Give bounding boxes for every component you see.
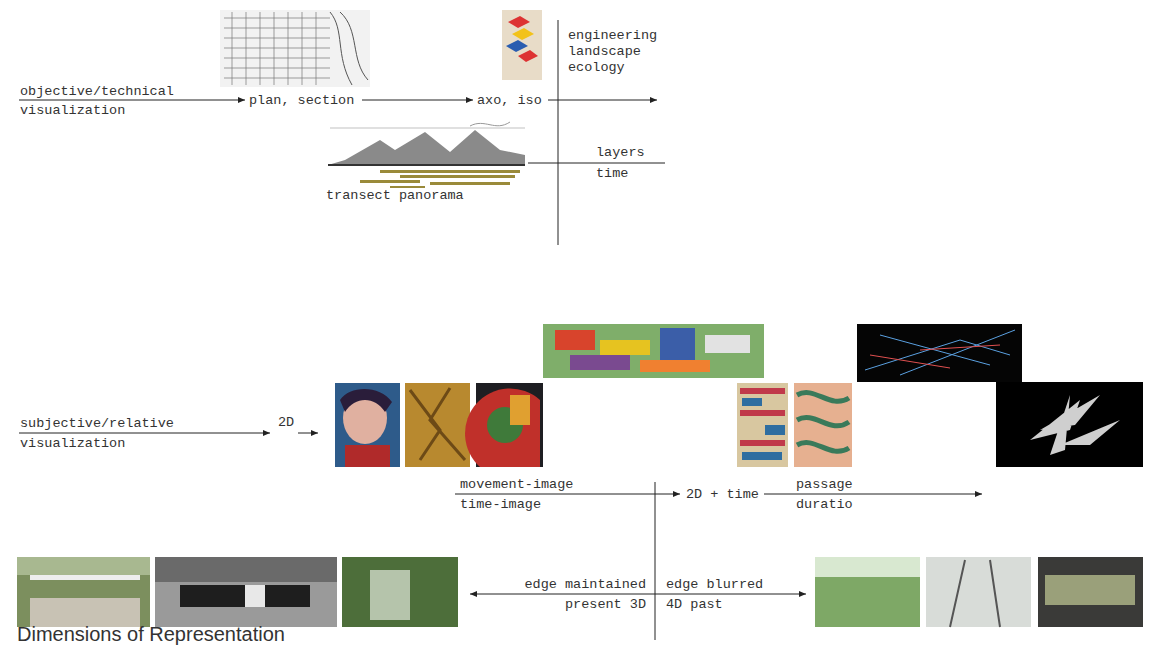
- axis-label: 2D: [277, 415, 295, 430]
- axis-label: 2D + time: [685, 487, 760, 502]
- axis-label: axo, iso: [476, 93, 543, 108]
- axis-label: passage: [795, 477, 854, 492]
- axis-label: ecology: [567, 60, 626, 75]
- axis-label: layers: [595, 145, 646, 160]
- axis-label: landscape: [567, 44, 642, 59]
- axis-label: transect panorama: [325, 188, 465, 203]
- axis-label: visualization: [19, 103, 126, 118]
- axis-label: duratio: [795, 497, 854, 512]
- axis-label: subjective/relative: [19, 416, 175, 431]
- axis-label: edge maintained: [523, 577, 647, 592]
- axis-label: visualization: [19, 436, 126, 451]
- axis-label: 4D past: [665, 597, 724, 612]
- axis-label: edge blurred: [665, 577, 764, 592]
- axis-label: present 3D: [564, 597, 647, 612]
- axis-label: time: [595, 166, 629, 181]
- axis-label: objective/technical: [19, 84, 175, 99]
- diagram-title: Dimensions of Representation: [17, 622, 285, 646]
- axis-label: plan, section: [248, 93, 355, 108]
- axis-label: engineering: [567, 28, 658, 43]
- axis-label: time-image: [459, 497, 542, 512]
- axis-label: movement-image: [459, 477, 574, 492]
